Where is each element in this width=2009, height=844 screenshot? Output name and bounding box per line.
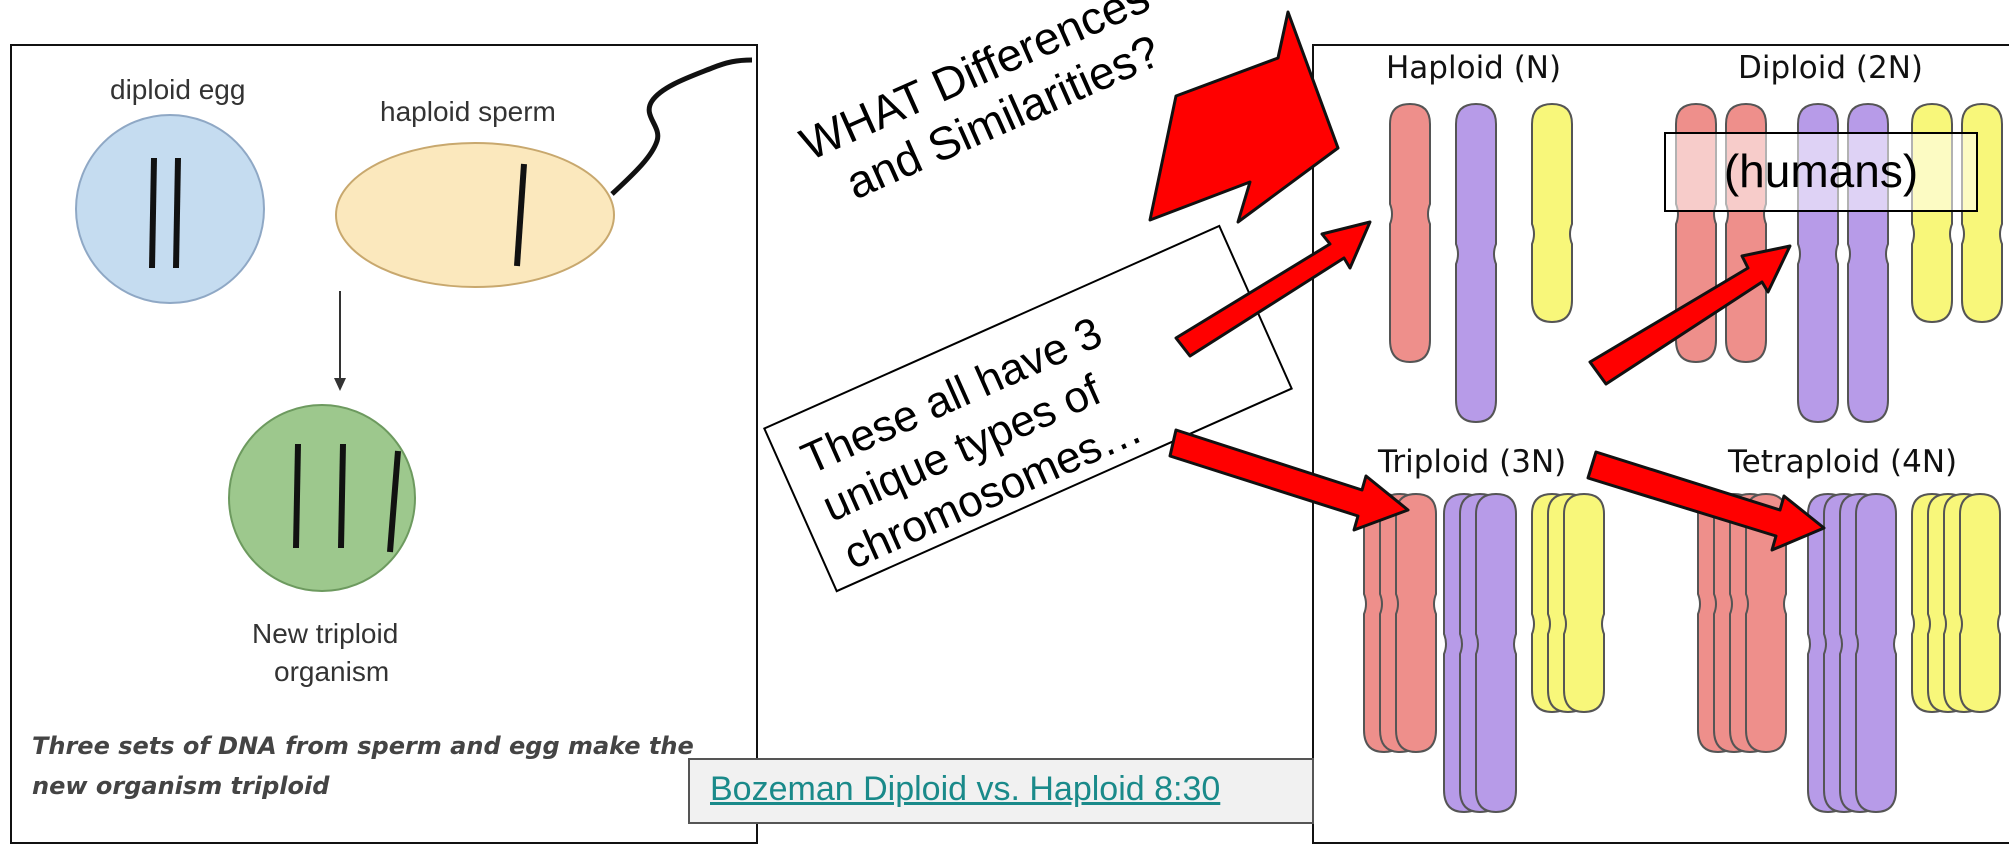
diploid-pointer-arrow-icon (1590, 246, 1790, 384)
triploid-pointer-arrow-icon (1170, 430, 1408, 530)
question-arrow-icon (1150, 12, 1338, 222)
bozeman-video-link[interactable]: Bozeman Diploid vs. Haploid 8:30 (688, 758, 1314, 824)
tetraploid-pointer-arrow-icon (1588, 452, 1824, 550)
haploid-pointer-arrow-icon (1176, 222, 1370, 356)
